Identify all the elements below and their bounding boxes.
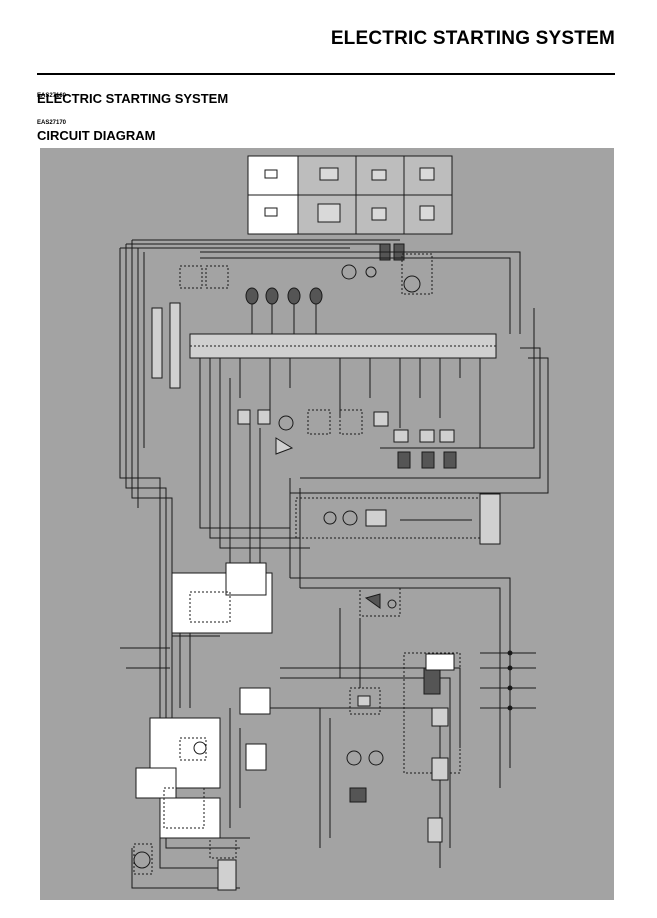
central-components [209, 587, 401, 859]
header-title: ELECTRIC STARTING SYSTEM [330, 28, 615, 49]
section-title: ELECTRIC STARTING SYSTEM [37, 91, 229, 106]
subsection-title: CIRCUIT DIAGRAM [37, 128, 156, 143]
starter-battery [133, 843, 237, 891]
page-header: ELECTRIC STARTING SYSTEM [0, 0, 657, 80]
subsection-code: EAS27170 [37, 120, 67, 126]
section-code: EAS27160 [37, 93, 67, 99]
circuit-diagram-svg [119, 155, 549, 891]
ecu-block [151, 302, 497, 389]
instrument-row [295, 493, 501, 545]
wire-harness [119, 239, 549, 889]
header-rule [37, 73, 615, 75]
middle-components [237, 409, 457, 469]
circuit-diagram [40, 148, 614, 900]
connector-legend [247, 155, 453, 235]
start-circuit-highlight [135, 562, 273, 839]
top-connectors [179, 243, 433, 305]
relay-fuse-area [403, 650, 536, 843]
